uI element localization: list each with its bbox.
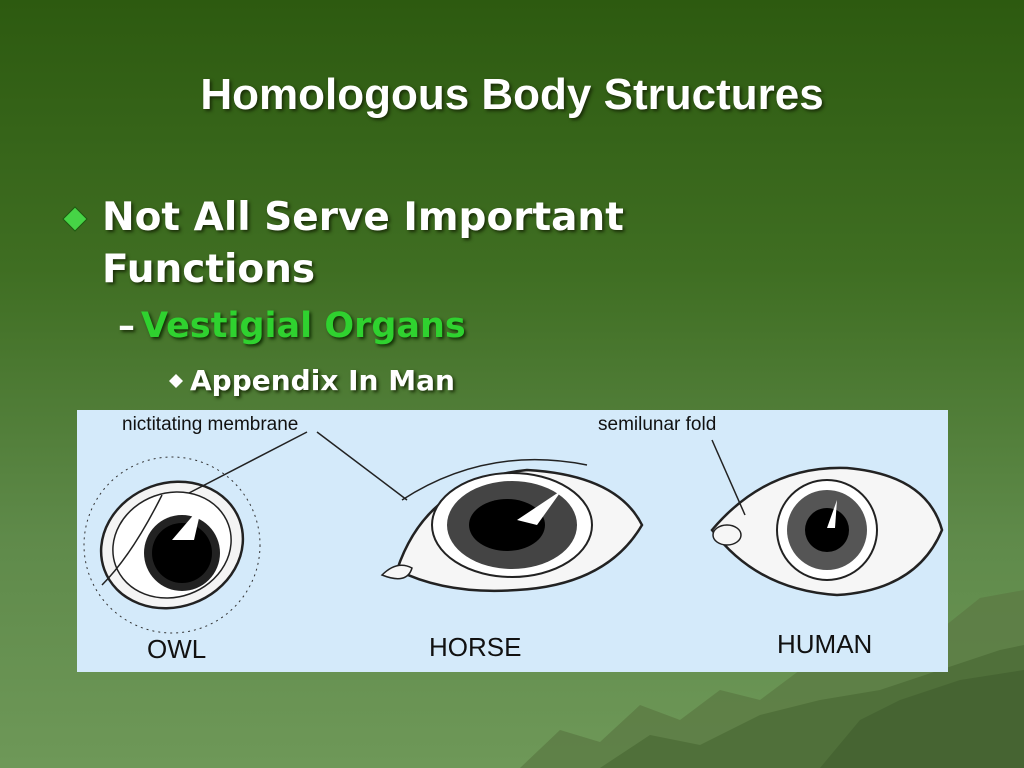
label-horse: HORSE bbox=[429, 632, 522, 662]
nictitating-leader-horse bbox=[316, 431, 408, 501]
diamond-bullet-icon bbox=[62, 206, 88, 232]
nictitating-leader-owl bbox=[188, 431, 308, 494]
bullet-level-2-text: Vestigial Organs bbox=[141, 306, 466, 346]
bullet-level-3-text: Appendix In Man bbox=[190, 364, 455, 397]
bullet-level-3: Appendix In Man bbox=[168, 364, 455, 397]
bullet-level-1-text: Not All Serve Important Functions bbox=[102, 195, 624, 292]
label-semilunar-fold: semilunar fold bbox=[598, 414, 717, 435]
horse-eye-illustration bbox=[380, 458, 644, 593]
diamond-bullet-icon bbox=[169, 373, 183, 388]
bullet-level-1: Not All Serve Important Functions bbox=[62, 192, 782, 296]
label-human: HUMAN bbox=[777, 629, 873, 659]
human-eye-illustration bbox=[710, 466, 944, 597]
semilunar-leader bbox=[711, 439, 746, 516]
owl-eye-illustration bbox=[83, 456, 261, 634]
dash-bullet: – bbox=[118, 306, 135, 346]
label-nictitating-membrane: nictitating membrane bbox=[122, 414, 299, 435]
eye-comparison-figure: nictitating membrane semilunar fold OWL … bbox=[77, 410, 948, 672]
bullet-level-2: –Vestigial Organs bbox=[118, 306, 466, 346]
eye-illustrations bbox=[83, 431, 944, 634]
slide-title: Homologous Body Structures bbox=[200, 70, 824, 119]
label-owl: OWL bbox=[147, 634, 207, 664]
